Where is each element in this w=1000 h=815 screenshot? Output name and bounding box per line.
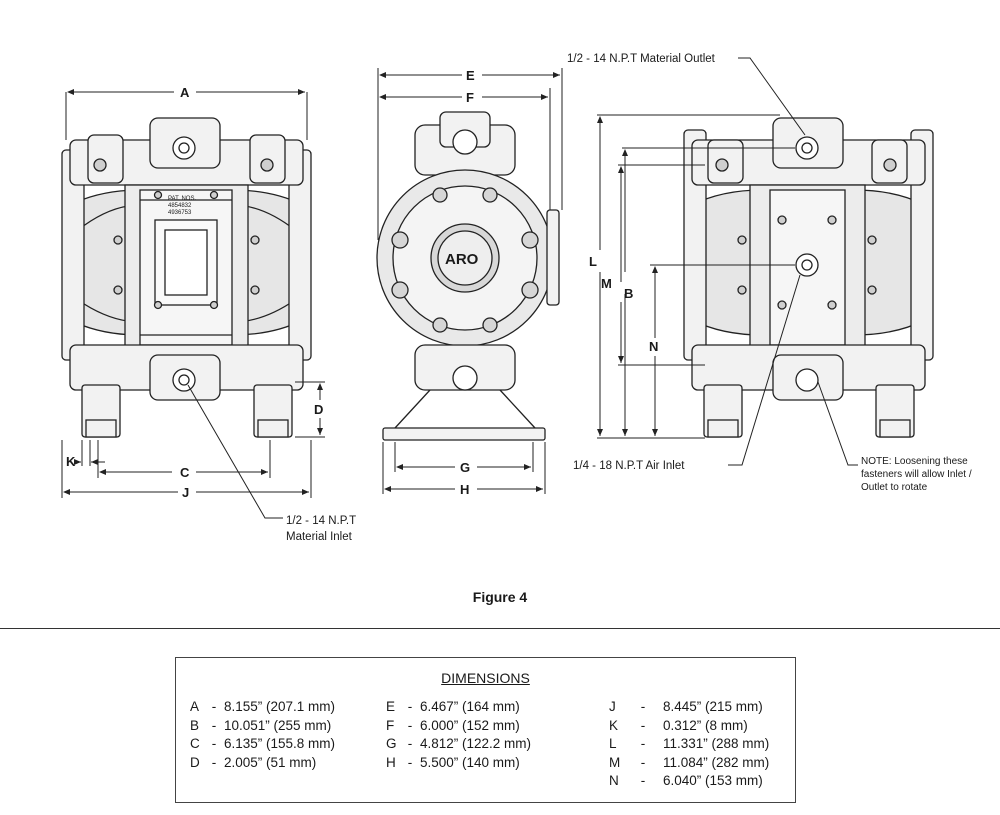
side-dimensions — [377, 68, 563, 494]
side-view — [376, 111, 560, 441]
pump-drawing: PAT. NOS. 4854832 4936753 A C J D K 1/2 … — [61, 53, 972, 543]
dimension-row: B-10.051” (255 mm) — [190, 717, 332, 733]
dimensions-title: DIMENSIONS — [441, 670, 530, 686]
dimension-row: F-6.000” (152 mm) — [386, 717, 520, 733]
figure-caption: Figure 4 — [472, 589, 528, 605]
note-line-2: fasteners will allow Inlet / — [861, 469, 972, 480]
section-divider — [0, 628, 1000, 629]
dimensions-column-1: A-8.155” (207.1 mm) B-10.051” (255 mm) C… — [190, 698, 335, 772]
dim-label-a: A — [180, 85, 190, 100]
dim-label-j: J — [182, 485, 189, 500]
dimension-row: H-5.500” (140 mm) — [386, 754, 520, 770]
dim-label-n: N — [649, 339, 658, 354]
dimension-row: K-0.312” (8 mm) — [609, 717, 748, 733]
dimension-row: M-11.084” (282 mm) — [609, 754, 770, 770]
patent-text-2: 4854832 — [168, 203, 192, 209]
dim-label-l: L — [589, 254, 597, 269]
dimension-row: N-6.040” (153 mm) — [609, 773, 763, 788]
dimension-row: L-11.331” (288 mm) — [609, 736, 770, 751]
back-view — [683, 117, 934, 438]
front-dimensions — [61, 89, 325, 498]
dimension-row: A-8.155” (207.1 mm) — [190, 699, 336, 714]
patent-text-1: PAT. NOS. — [168, 196, 196, 202]
dimension-row: J-8.445” (215 mm) — [609, 699, 763, 714]
dim-label-m: M — [601, 276, 612, 291]
dim-label-g: G — [460, 460, 470, 475]
dim-label-d: D — [314, 402, 323, 417]
dim-label-e: E — [466, 68, 475, 83]
note-line-3: Outlet to rotate — [861, 482, 928, 493]
back-leaders — [728, 57, 858, 466]
dimension-row: E-6.467” (164 mm) — [386, 699, 520, 714]
dimension-row: C-6.135” (155.8 mm) — [190, 736, 336, 751]
dim-label-k: K — [66, 454, 76, 469]
back-dimensions — [597, 114, 795, 439]
dim-label-f: F — [466, 90, 474, 105]
dimensions-table: DIMENSIONS A-8.155” (207.1 mm) B-10.051”… — [175, 657, 796, 803]
material-inlet-line2: Material Inlet — [286, 531, 353, 543]
dimensions-column-3: J-8.445” (215 mm) K-0.312” (8 mm) L-11.3… — [609, 698, 769, 791]
material-outlet-label: 1/2 - 14 N.P.T Material Outlet — [567, 53, 716, 65]
dim-label-h: H — [460, 482, 469, 497]
dim-label-b: B — [624, 286, 633, 301]
material-inlet-line1: 1/2 - 14 N.P.T — [286, 515, 356, 527]
dimension-row: G-4.812” (122.2 mm) — [386, 736, 532, 751]
aro-logo: ARO — [445, 251, 479, 268]
note-line-1: NOTE: Loosening these — [861, 456, 968, 467]
patent-text-3: 4936753 — [168, 210, 192, 216]
dimensions-column-2: E-6.467” (164 mm) F-6.000” (152 mm) G-4.… — [386, 698, 531, 772]
air-inlet-label: 1/4 - 18 N.P.T Air Inlet — [573, 460, 685, 472]
patent-plate: PAT. NOS. 4854832 4936753 — [168, 196, 196, 216]
front-view — [61, 117, 312, 438]
dimension-row: D-2.005” (51 mm) — [190, 754, 317, 770]
dim-label-c: C — [180, 465, 190, 480]
material-inlet-leader — [187, 384, 283, 519]
